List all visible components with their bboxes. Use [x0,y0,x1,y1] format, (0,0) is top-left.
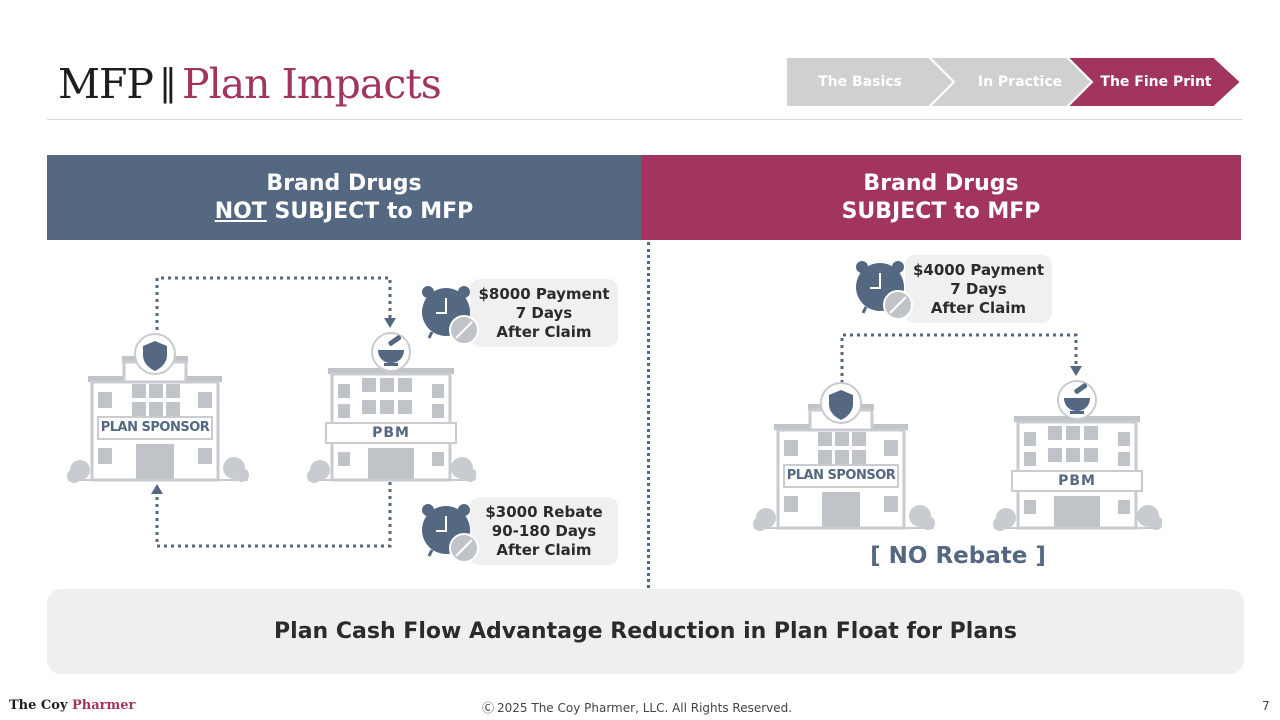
right-payment-line1: $4000 Payment [912,260,1045,279]
right-plan-sponsor-label: PLAN SPONSOR [786,468,896,483]
shield-icon [143,341,167,371]
left-panel-header: Brand Drugs NOT SUBJECT to MFP [47,155,641,240]
left-payment-bubble: $8000 Payment 7 Days After Claim [470,279,618,347]
footer-brand: The Coy Pharmer [9,698,135,713]
copyright: Ⓒ 2025 The Coy Pharmer, LLC. All Rights … [482,699,792,716]
clock-icon [422,504,479,563]
clock-icon [856,261,913,320]
copyright-text: 2025 The Coy Pharmer, LLC. All Rights Re… [497,700,793,715]
left-payment-line2: 7 Days [515,303,573,322]
summary-text: Plan Cash Flow Advantage Reduction in Pl… [274,619,1017,644]
title-rule [47,119,1242,120]
left-header-line2: NOT SUBJECT to MFP [47,198,641,226]
panel-divider [647,242,650,588]
page-title: MFP‖Plan Impacts [58,56,442,115]
mortar-pestle-icon [378,335,404,366]
right-plan-sponsor-building [753,382,935,531]
left-plan-sponsor-building [67,333,249,483]
clock-icon [422,286,479,345]
left-header-line1: Brand Drugs [266,170,422,196]
footer-brand-part1: The Coy [9,698,73,713]
title-separator: ‖ [159,63,177,104]
title-main: Plan Impacts [182,60,442,108]
section-nav-shapes [786,57,1242,107]
left-rebate-line1: $3000 Rebate [485,502,603,521]
payment-flow-line [155,276,392,330]
right-pbm-building [993,380,1162,531]
left-header-not: NOT [214,198,267,224]
right-payment-line3: After Claim [930,298,1027,317]
left-pbm-building [307,332,476,483]
left-payment-line3: After Claim [496,322,592,341]
left-plan-sponsor-label: PLAN SPONSOR [100,420,210,435]
right-payment-arrowhead [1070,366,1082,376]
copyright-icon: Ⓒ [482,701,495,715]
right-payment-bubble: $4000 Payment 7 Days After Claim [905,255,1052,323]
right-payment-line2: 7 Days [950,279,1007,298]
nav-step-basics[interactable]: The Basics [818,74,902,90]
left-rebate-line2: 90-180 Days [491,521,597,540]
right-header-line2: SUBJECT to MFP [841,198,1041,224]
left-rebate-line3: After Claim [496,540,592,559]
page-number: 7 [1262,699,1270,713]
rebate-flow-line [155,482,392,548]
nav-step-in-practice[interactable]: In Practice [977,74,1063,90]
summary-box: Plan Cash Flow Advantage Reduction in Pl… [47,589,1244,674]
left-rebate-bubble: $3000 Rebate 90-180 Days After Claim [470,497,618,565]
payment-arrowhead [384,318,396,328]
rebate-arrowhead [151,484,163,494]
nav-step-practice-shape [927,57,1094,107]
right-payment-flow-line [840,333,1078,383]
title-prefix: MFP [58,60,154,108]
nav-step-fineprint-shape [1065,57,1242,107]
left-header-rest: SUBJECT to MFP [266,198,474,224]
mortar-pestle-icon [1064,383,1090,414]
footer-brand-part2: Pharmer [72,698,136,713]
section-nav: The Basics In Practice The Fine Print [786,57,1242,107]
no-rebate-label: [ NO Rebate ] [870,543,1046,569]
left-payment-line1: $8000 Payment [478,284,610,303]
right-panel-header: Brand Drugs SUBJECT to MFP [641,155,1241,240]
right-header-line1: Brand Drugs [863,170,1019,196]
shield-icon [829,390,853,420]
right-pbm-label: PBM [1058,473,1096,489]
left-pbm-label: PBM [372,425,410,441]
nav-step-fine-print[interactable]: The Fine Print [1100,74,1212,90]
